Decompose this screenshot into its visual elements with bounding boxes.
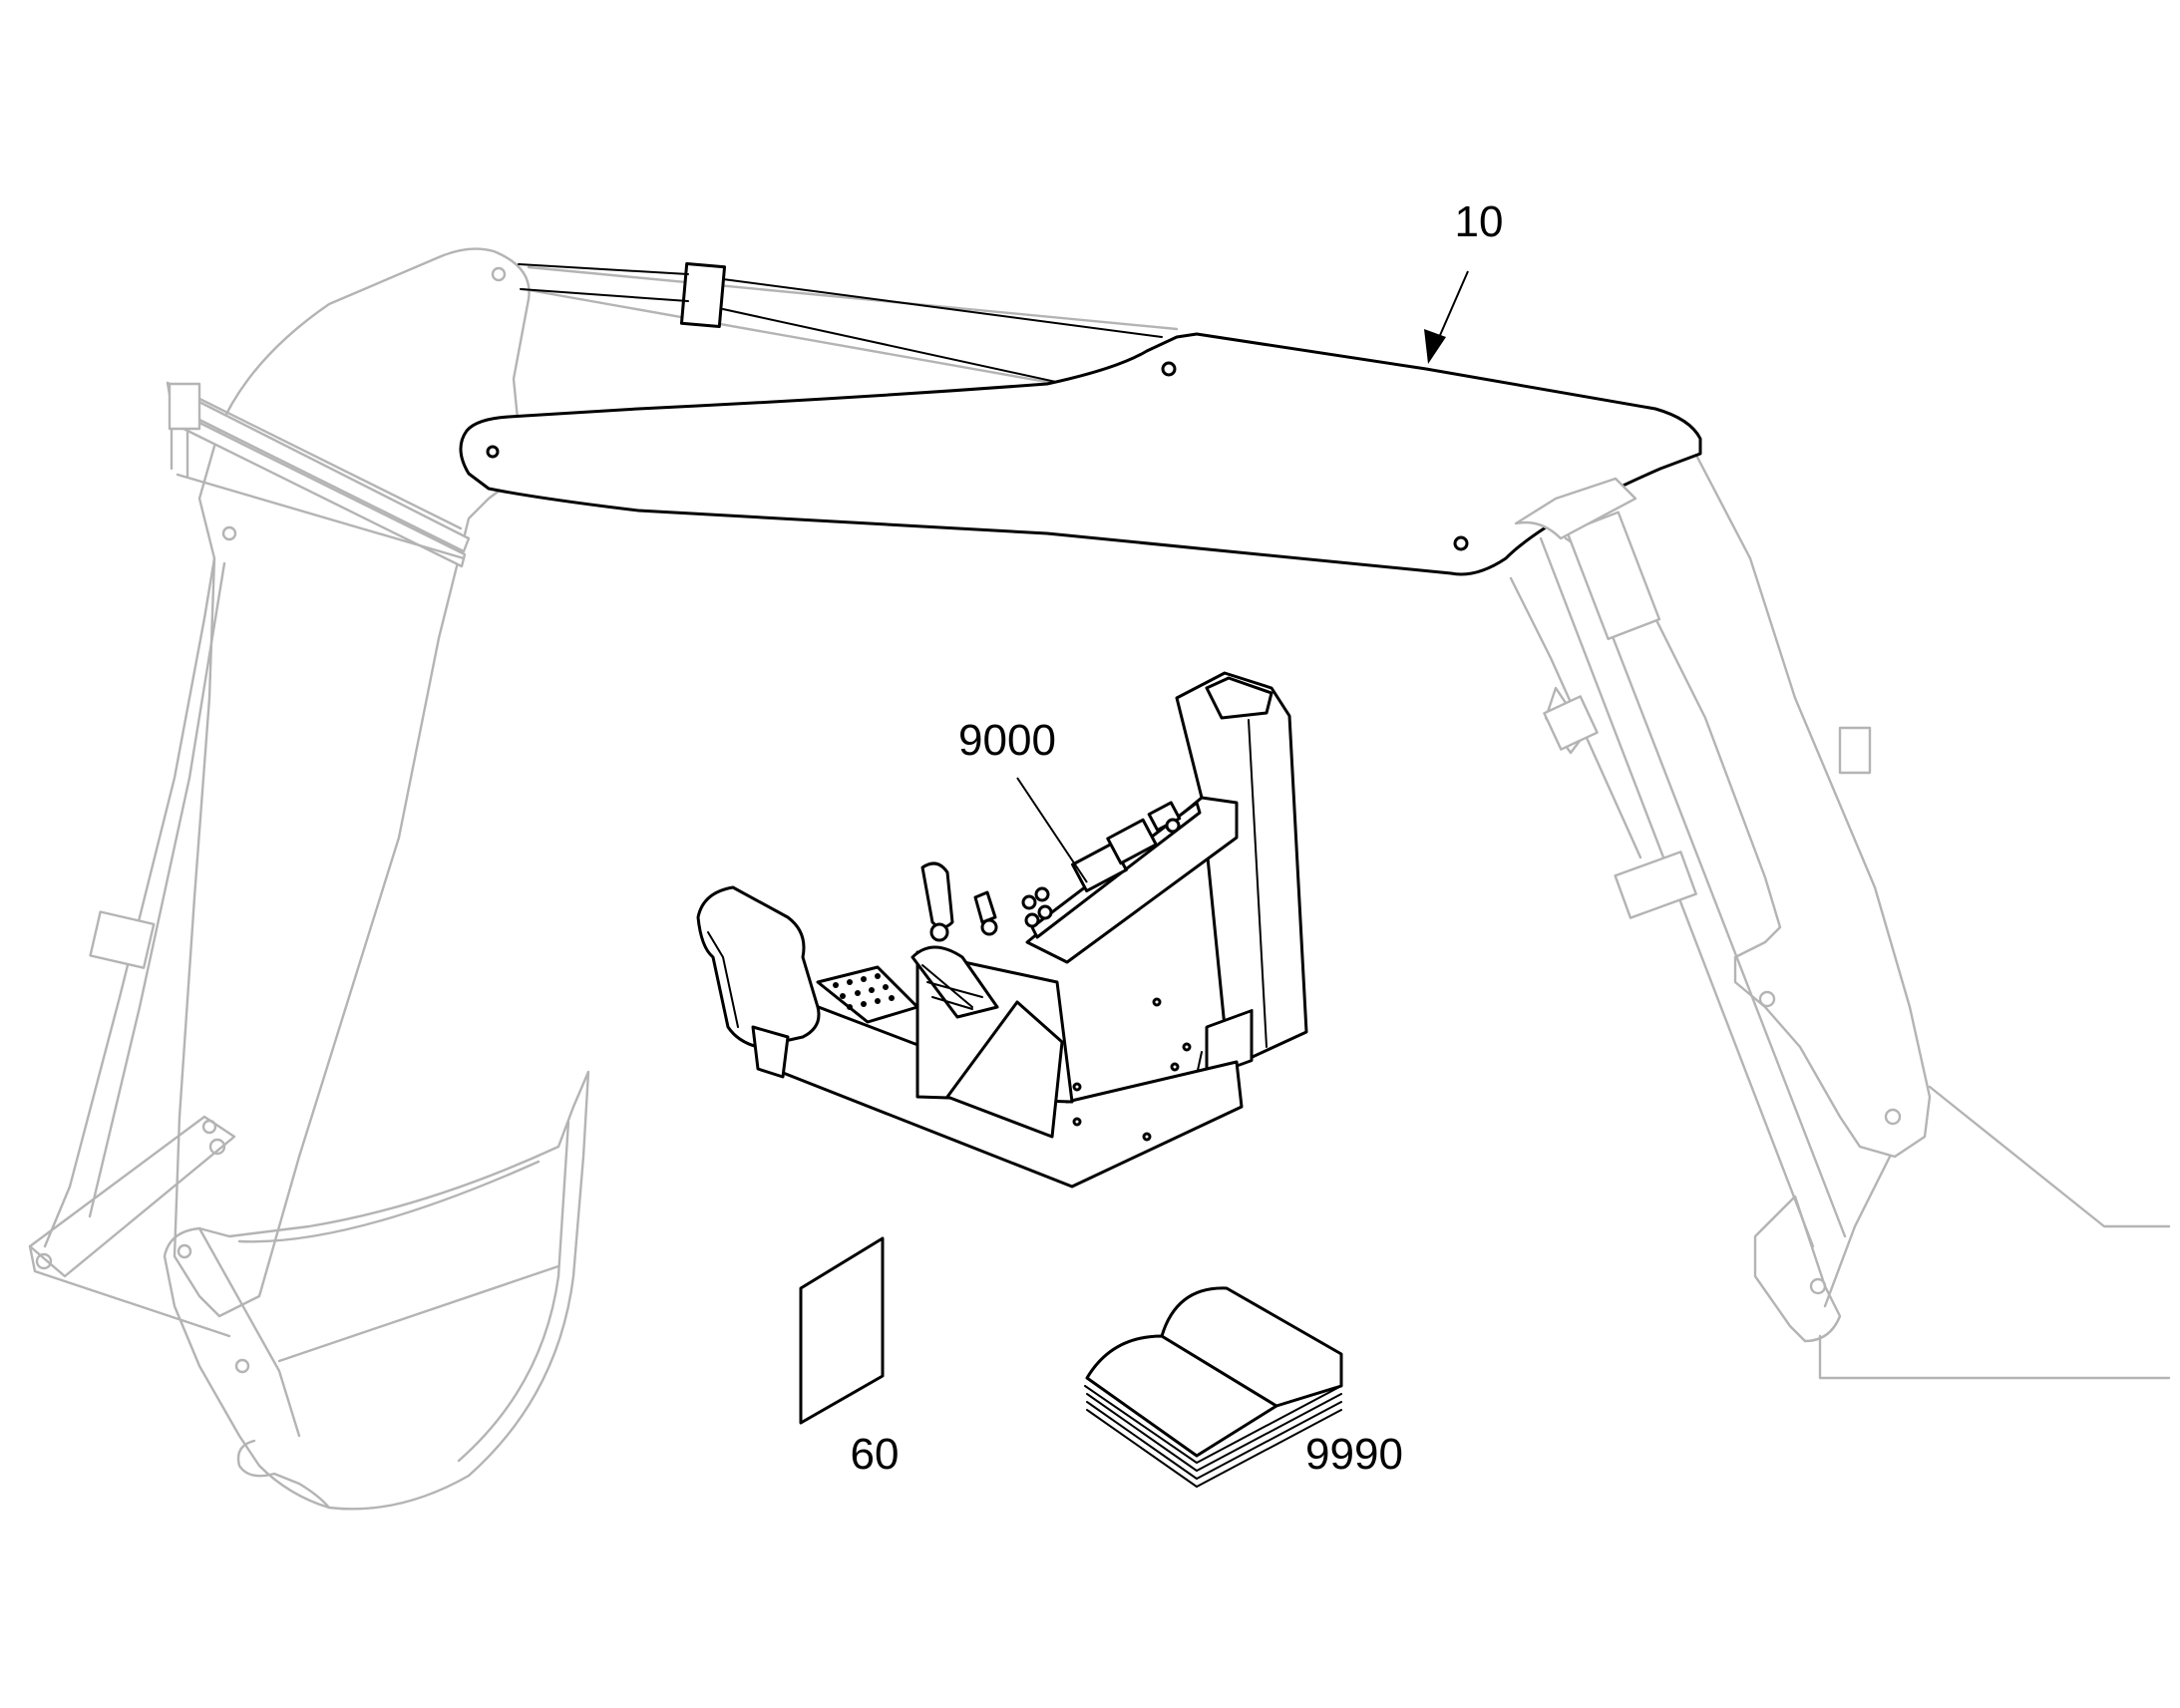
callout-10[interactable]: 10 (1424, 197, 1503, 364)
callout-label-9990: 9990 (1305, 1430, 1403, 1479)
boom-part[interactable] (459, 261, 1702, 576)
callout-9000[interactable]: 9000 (958, 716, 1088, 883)
boom-frame-context (1509, 417, 2171, 1380)
control-console-part[interactable] (696, 671, 1308, 1189)
decal-part[interactable]: 60 (799, 1236, 900, 1479)
open-book-icon (1084, 1286, 1343, 1488)
arrowhead-icon (1424, 329, 1446, 364)
callout-label-60: 60 (851, 1430, 900, 1479)
callout-label-9000: 9000 (958, 716, 1056, 765)
arm-and-bucket-context (28, 247, 590, 1511)
callout-label-10: 10 (1455, 197, 1504, 246)
perforation-dots (833, 973, 895, 1010)
manual-part[interactable]: 9990 (1084, 1286, 1403, 1488)
